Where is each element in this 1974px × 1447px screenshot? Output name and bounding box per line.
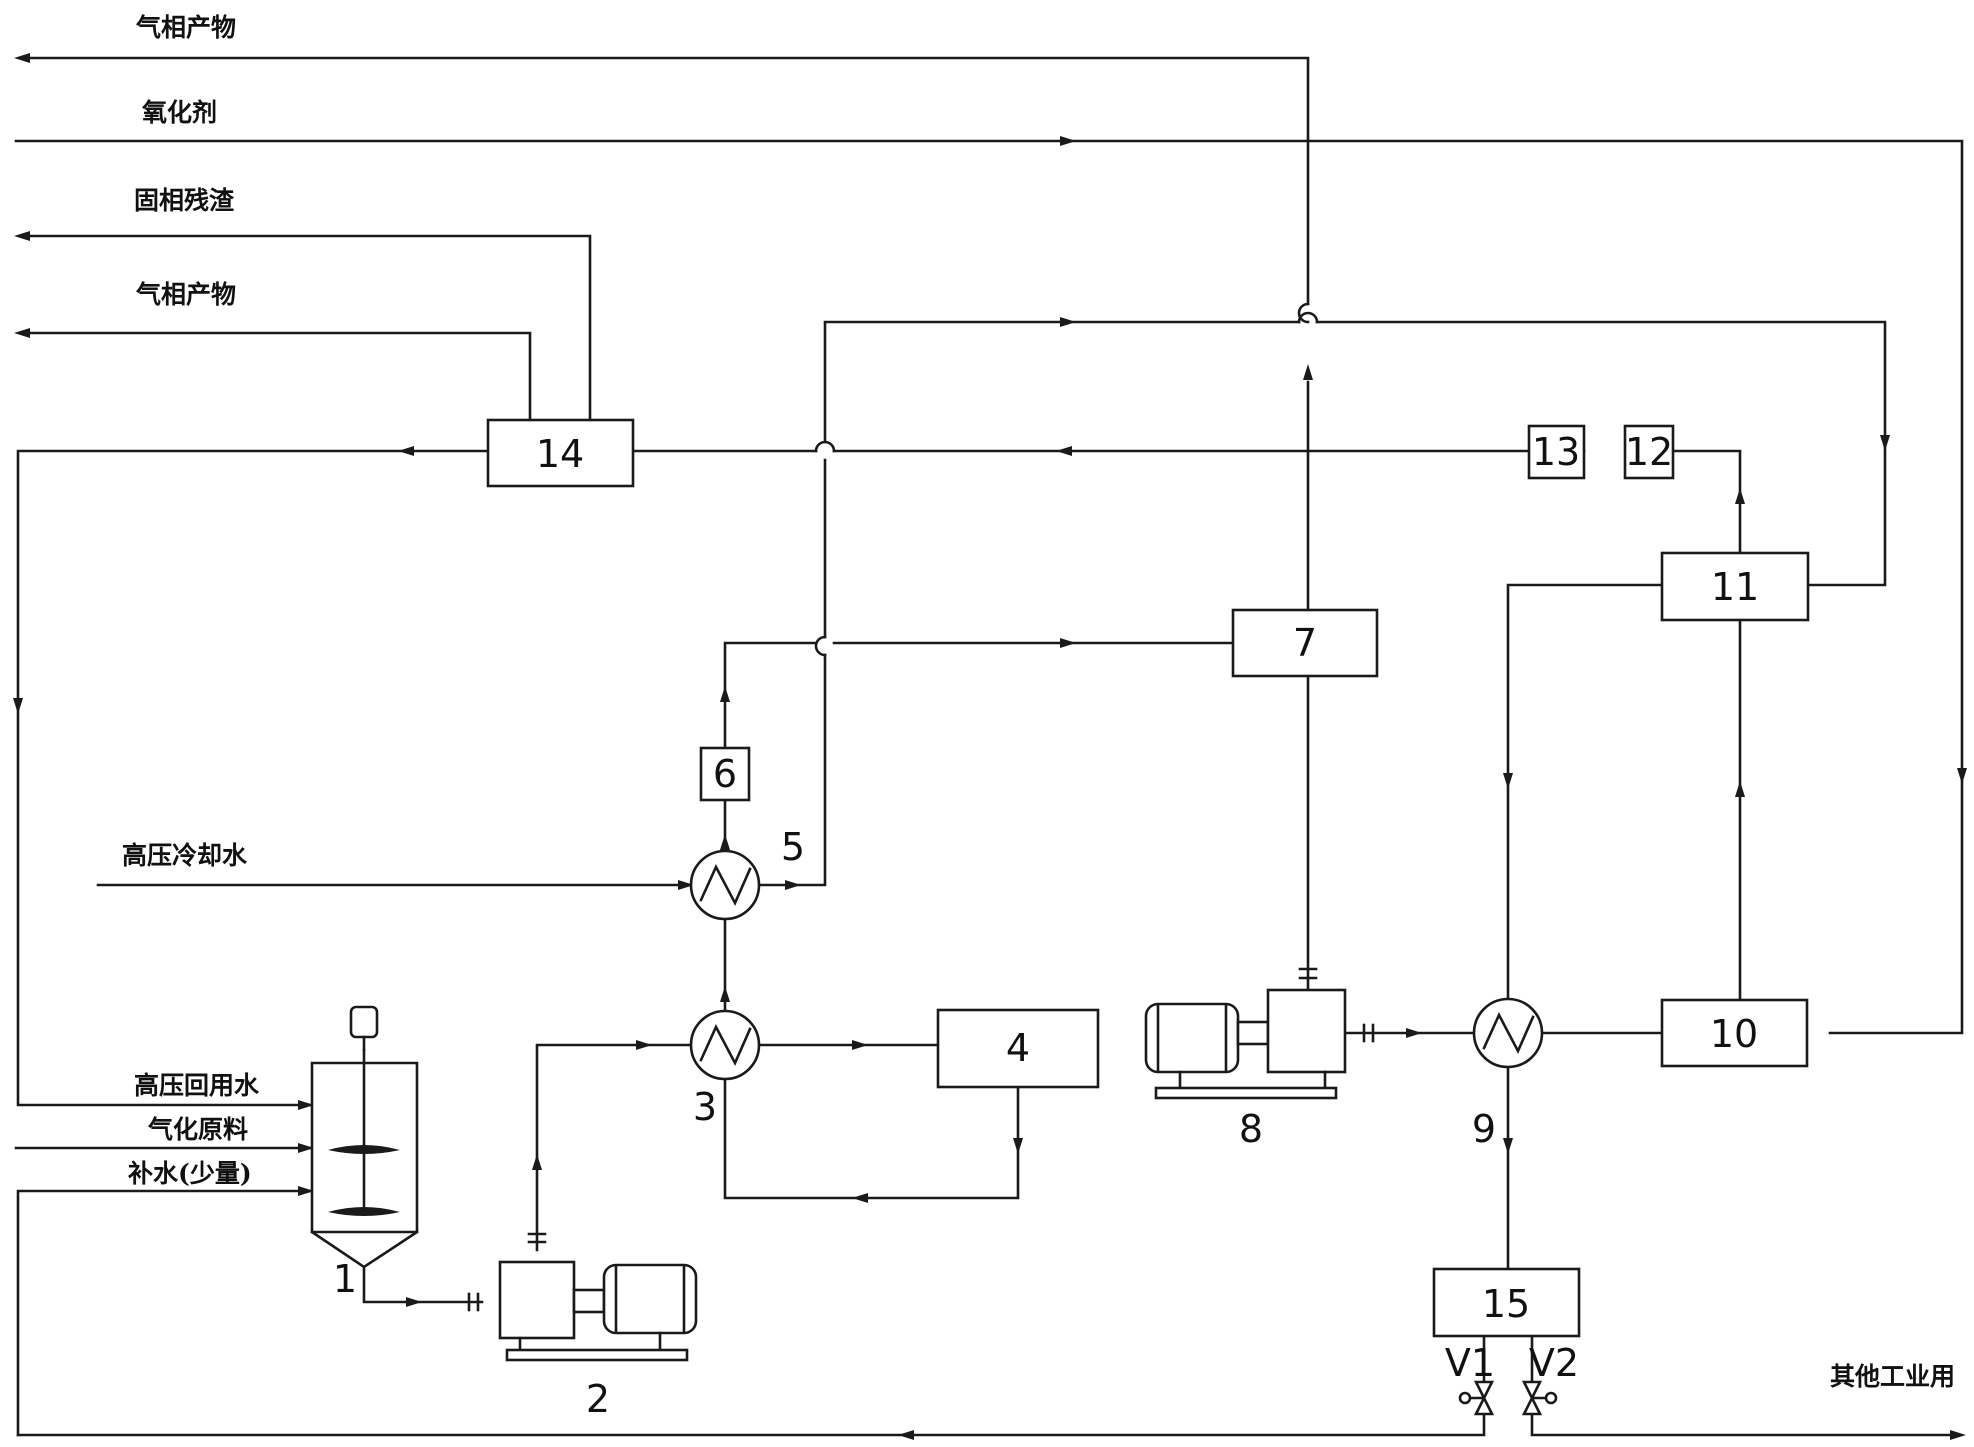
gas-product-top-label: 气相产物 [135, 13, 236, 42]
gas-product-2-line [14, 328, 532, 422]
line-13-to-14 [631, 440, 1745, 555]
unit-14-box [486, 418, 635, 488]
line-15-v2-other-use [1530, 1334, 1966, 1440]
oxidant-line [14, 136, 1967, 1035]
unit-8-label: 8 [1239, 1107, 1263, 1151]
heat-exchanger-3 [689, 1009, 761, 1081]
hp-recycle-water-label: 高压回用水 [134, 1071, 260, 1100]
line-10-to-11 [1735, 618, 1745, 1002]
pump-2 [498, 1260, 698, 1362]
solid-residue-label: 固相残渣 [134, 186, 235, 215]
unit-4-label: 4 [1006, 1026, 1030, 1070]
unit-15-label: 15 [1482, 1282, 1530, 1326]
unit-10-box [1660, 998, 1809, 1068]
reactor-1 [310, 1005, 484, 1312]
unit-5-label: 5 [781, 825, 805, 869]
gas-product-2-label: 气相产物 [135, 280, 236, 309]
unit-7-label: 7 [1293, 621, 1317, 665]
unit-7-box [1231, 608, 1379, 678]
heat-exchanger-9 [1472, 997, 1544, 1069]
line-11-to-9 [1503, 583, 1664, 1001]
unit-15-box [1432, 1267, 1581, 1338]
gas-product-top-line [14, 53, 1313, 612]
unit-14-label: 14 [536, 432, 584, 476]
unit-12-box [1623, 424, 1675, 480]
unit-6-box [699, 746, 751, 802]
makeup-water-label: 补水(少量) [128, 1159, 252, 1188]
unit-1-label: 1 [333, 1257, 357, 1301]
makeup-water-line [16, 1186, 314, 1437]
line-15-v1-recycle [16, 1334, 1486, 1440]
hp-cooling-water-line [96, 880, 694, 890]
unit-11-box [1660, 551, 1810, 622]
line-3-4-loop [723, 1040, 1023, 1203]
line-3-5-6 [720, 798, 730, 1014]
gasification-feed-line [14, 1143, 314, 1153]
valve-v2 [1521, 1380, 1558, 1416]
line-5-to-11 [757, 311, 1890, 890]
pump-8 [1144, 988, 1347, 1100]
oxidant-label: 氧化剂 [141, 98, 217, 127]
unit-13-box [1527, 424, 1586, 480]
line-6-to-7 [720, 638, 1235, 750]
heat-exchanger-5 [689, 849, 761, 921]
valve-v1-label: V1 [1445, 1341, 1495, 1385]
other-industrial-use-label: 其他工业用 [1830, 1362, 1955, 1391]
unit-4-box [936, 1008, 1100, 1089]
valve-v2-label: V2 [1529, 1341, 1579, 1385]
unit-10-label: 10 [1710, 1012, 1758, 1056]
line-8-to-9 [1343, 1023, 1476, 1043]
line-7-to-8 [1298, 674, 1318, 990]
unit-12-label: 12 [1625, 430, 1673, 474]
gasification-feed-label: 气化原料 [147, 1115, 248, 1144]
unit-11-label: 11 [1711, 565, 1759, 609]
unit-2-label: 2 [586, 1377, 610, 1421]
unit-13-label: 13 [1532, 430, 1580, 474]
unit-6-label: 6 [713, 752, 737, 796]
hp-recycle-water-line [13, 446, 490, 1110]
unit-3-label: 3 [693, 1085, 717, 1129]
unit-9-label: 9 [1472, 1107, 1496, 1151]
valve-v1 [1458, 1380, 1495, 1416]
line-2-to-3 [527, 1040, 693, 1252]
hp-cooling-water-label: 高压冷却水 [122, 841, 248, 870]
solid-residue-line [14, 231, 592, 422]
line-9-to-15 [1503, 1065, 1513, 1271]
